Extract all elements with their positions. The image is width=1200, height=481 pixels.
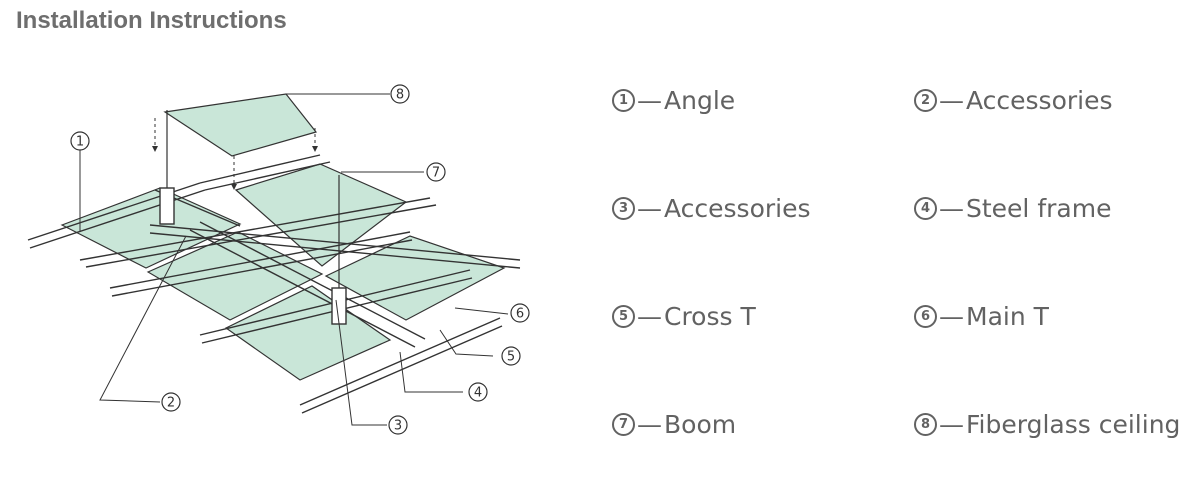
drop-arrowhead [152,146,158,152]
grid-bar [149,232,521,269]
leader-line [335,299,387,426]
legend-dash: — [637,86,662,115]
grid-bar [204,161,331,191]
legend-item-4: 4 — Steel frame [914,194,1111,223]
grid-bar [199,221,426,340]
legend-dash: — [939,86,964,115]
legend-dash: — [637,410,662,439]
page-title: Installation Instructions [16,7,287,34]
grid-bar [109,231,411,289]
legend-dash: — [939,410,964,439]
legend-number: 2 [914,89,937,112]
legend-label: Main T [966,302,1049,331]
leader-line [454,307,509,315]
legend-number: 8 [914,413,937,436]
callout-circle [510,303,530,323]
callout-2: 2 [161,392,181,412]
callout-number: 6 [516,307,524,322]
callout-circle [70,131,90,151]
legend-label: Angle [664,86,736,115]
grid-bar [79,197,431,261]
callout-number: 7 [432,166,440,181]
legend-dash: — [939,194,964,223]
callout-markers: 1 2 3 4 5 6 7 8 [70,84,530,435]
callout-number: 5 [507,350,515,365]
hanger-bracket [159,187,175,225]
legend-label: Boom [664,410,737,439]
grid-bar [189,229,416,348]
leader-line [399,351,463,393]
callout-number: 1 [76,135,84,150]
callout-3: 3 [388,415,408,435]
legend-item-6: 6 — Main T [914,302,1049,331]
grid-bar [199,154,321,184]
callout-number: 2 [167,396,175,411]
drop-arrowhead [231,184,237,190]
leader-lines [79,93,509,426]
callout-number: 8 [396,88,404,103]
callout-5: 5 [501,346,521,366]
leader-line [439,329,494,357]
callout-circle [388,415,408,435]
callout-circle [390,84,410,104]
callout-circle [501,346,521,366]
drop-arrowhead [312,146,318,152]
legend-item-3: 3 — Accessories [612,194,811,223]
leader-line [99,235,187,403]
ceiling-panel [324,235,506,321]
legend-number: 7 [612,413,635,436]
callout-number: 3 [394,419,402,434]
legend-dash: — [939,302,964,331]
grid-bar [29,189,206,249]
ceiling-panel [163,93,318,157]
legend-label: Cross T [664,302,756,331]
legend-number: 1 [612,89,635,112]
callout-7: 7 [426,162,446,182]
callout-1: 1 [70,131,90,151]
legend-item-8: 8 — Fiberglass ceiling [914,410,1180,439]
callout-8: 8 [390,84,410,104]
legend: 1 — Angle 2 — Accessories 3 — Accessorie… [612,86,1200,458]
legend-number: 5 [612,305,635,328]
ceiling-panel [224,285,392,381]
hanger-bracket [331,287,347,325]
callout-circle [426,162,446,182]
legend-item-1: 1 — Angle [612,86,735,115]
legend-number: 6 [914,305,937,328]
legend-label: Accessories [966,86,1113,115]
legend-label: Fiberglass ceiling [966,410,1181,439]
legend-item-5: 5 — Cross T [612,302,756,331]
legend-dash: — [637,194,662,223]
legend-dash: — [637,302,662,331]
legend-item-7: 7 — Boom [612,410,736,439]
ceiling-installation-diagram: 1 2 3 4 5 6 7 8 [27,84,530,435]
callout-circle [468,382,488,402]
callout-4: 4 [468,382,488,402]
legend-item-2: 2 — Accessories [914,86,1113,115]
legend-label: Accessories [664,194,811,223]
grid-bar [149,224,521,261]
callout-number: 4 [474,386,482,401]
callout-6: 6 [510,303,530,323]
legend-number: 3 [612,197,635,220]
callout-circle [161,392,181,412]
legend-label: Steel frame [966,194,1112,223]
grid-bar [299,317,501,406]
legend-number: 4 [914,197,937,220]
